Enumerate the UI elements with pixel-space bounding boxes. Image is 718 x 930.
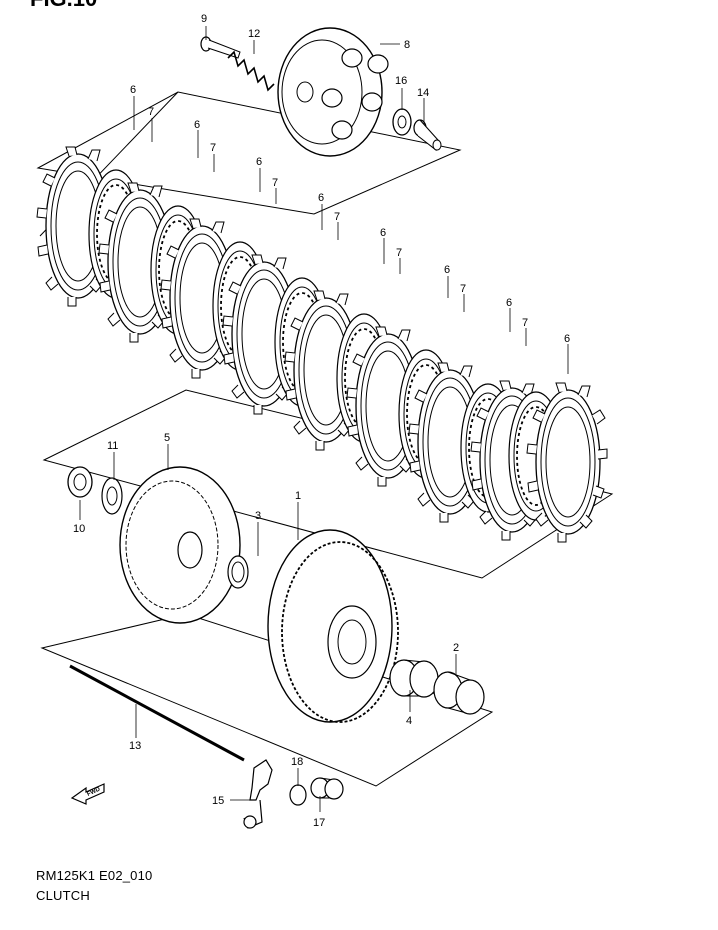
callout-18: 18 [291, 756, 303, 768]
push-rod [69, 664, 245, 762]
figure-code: RM125K1 E02_010 [36, 868, 153, 883]
callout-6e: 6 [380, 227, 386, 239]
callout-2: 2 [453, 642, 459, 654]
spring [227, 50, 275, 92]
thrust-washer [227, 555, 249, 589]
forward-arrow-icon: FWD [70, 783, 105, 805]
spacer [433, 671, 485, 715]
callout-6c: 6 [256, 156, 262, 168]
callout-16: 16 [395, 75, 407, 87]
callout-6b: 6 [194, 119, 200, 131]
callout-6d: 6 [318, 192, 324, 204]
release-camshaft [243, 759, 273, 829]
part-callouts: 9 12 8 16 14 6 7 6 7 6 7 6 7 6 7 6 7 6 7… [73, 13, 570, 829]
clutch-nut [67, 466, 93, 498]
callout-6g: 6 [506, 297, 512, 309]
plates-frame [36, 91, 462, 215]
sleeve-hub [119, 466, 241, 624]
callout-7d: 7 [334, 211, 340, 223]
callout-7e: 7 [396, 247, 402, 259]
callout-7b: 7 [210, 142, 216, 154]
forward-label: FWD [86, 786, 102, 797]
callout-15: 15 [212, 795, 224, 807]
figure-title: FIG.10 [30, 0, 97, 11]
callout-3: 3 [255, 510, 261, 522]
callout-5: 5 [164, 432, 170, 444]
callout-7c: 7 [272, 177, 278, 189]
pressure-plate [277, 27, 389, 157]
callout-7a: 7 [148, 106, 154, 118]
callout-7f: 7 [460, 283, 466, 295]
callout-11: 11 [107, 440, 118, 452]
callout-6f: 6 [444, 264, 450, 276]
callout-10: 10 [73, 523, 85, 535]
figure-name: CLUTCH [36, 888, 90, 903]
primary-driven-gear [267, 529, 399, 723]
shaft-frame [40, 613, 494, 787]
callout-1: 1 [295, 490, 301, 502]
callout-13: 13 [129, 740, 141, 752]
callout-9: 9 [201, 13, 207, 25]
callout-14: 14 [417, 87, 429, 99]
push-piece [413, 119, 442, 151]
callout-4: 4 [406, 715, 412, 727]
leader-lines [79, 26, 569, 812]
release-bearing [392, 108, 412, 136]
oil-seal [289, 784, 307, 806]
callout-7g: 7 [522, 317, 528, 329]
needle-bearing [389, 659, 439, 698]
callout-17: 17 [313, 817, 325, 829]
camshaft-bearing [310, 777, 344, 800]
callout-8: 8 [404, 39, 410, 51]
callout-6h: 6 [564, 333, 570, 345]
lock-washer [101, 477, 123, 515]
callout-12: 12 [248, 28, 260, 40]
callout-6a: 6 [130, 84, 136, 96]
